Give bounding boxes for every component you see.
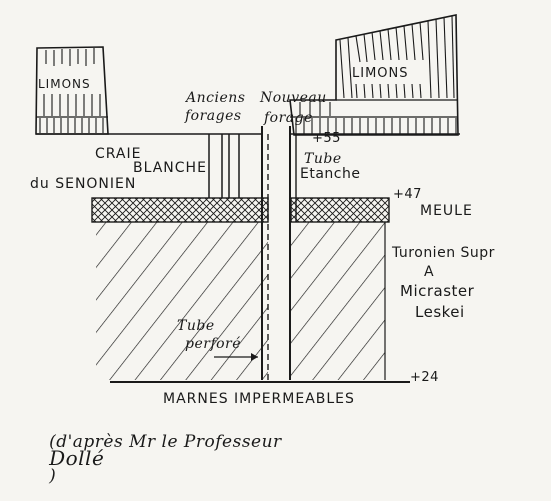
label-marnes: MARNES IMPERMEABLES <box>163 391 355 407</box>
limons-left-block <box>35 46 109 135</box>
label-craie: CRAIE <box>95 146 142 162</box>
label-anciens: Anciens <box>186 90 246 106</box>
label-meule: MEULE <box>420 203 473 219</box>
geological-section: LIMONS LIMONS Anciens forages Nouveau fo… <box>30 14 495 485</box>
label-forage-right: forage <box>264 110 313 126</box>
turonien-layer <box>96 222 386 380</box>
caption-suffix: ) <box>49 466 57 486</box>
ancient-boreholes <box>208 134 240 198</box>
label-forages-left: forages <box>185 108 242 124</box>
label-blanche: BLANCHE <box>133 160 207 176</box>
meule-layer <box>91 197 390 223</box>
section-drawing <box>35 14 460 383</box>
label-du-senonien: du SENONIEN <box>30 176 137 192</box>
caption: (d'après Mr le Professeur Dollé ) <box>28 418 282 500</box>
label-tube: Tube <box>304 151 342 167</box>
caption-prefix: (d'après Mr le Professeur <box>49 432 282 452</box>
label-limons-left: LIMONS <box>38 77 91 91</box>
label-elevation-47: +47 <box>393 187 422 202</box>
label-tube-perfore-2: perforé <box>185 336 242 352</box>
limons-right-block <box>289 14 459 136</box>
label-turonien: Turonien Supr <box>392 245 495 261</box>
tube-perfore-arrow <box>214 353 258 361</box>
label-limons-right: LIMONS <box>352 66 409 81</box>
label-elevation-24: +24 <box>410 370 439 385</box>
label-nouveau: Nouveau <box>260 90 327 106</box>
label-tube-perfore-1: Tube <box>177 318 215 334</box>
label-elevation-55: +55 <box>312 131 341 146</box>
label-micraster: Micraster <box>400 282 475 300</box>
label-a: A <box>424 264 435 280</box>
label-leskei: Leskei <box>415 303 465 321</box>
new-borehole <box>261 126 297 380</box>
label-etanche: Etanche <box>300 166 361 182</box>
caption-author: Dollé <box>49 446 105 470</box>
